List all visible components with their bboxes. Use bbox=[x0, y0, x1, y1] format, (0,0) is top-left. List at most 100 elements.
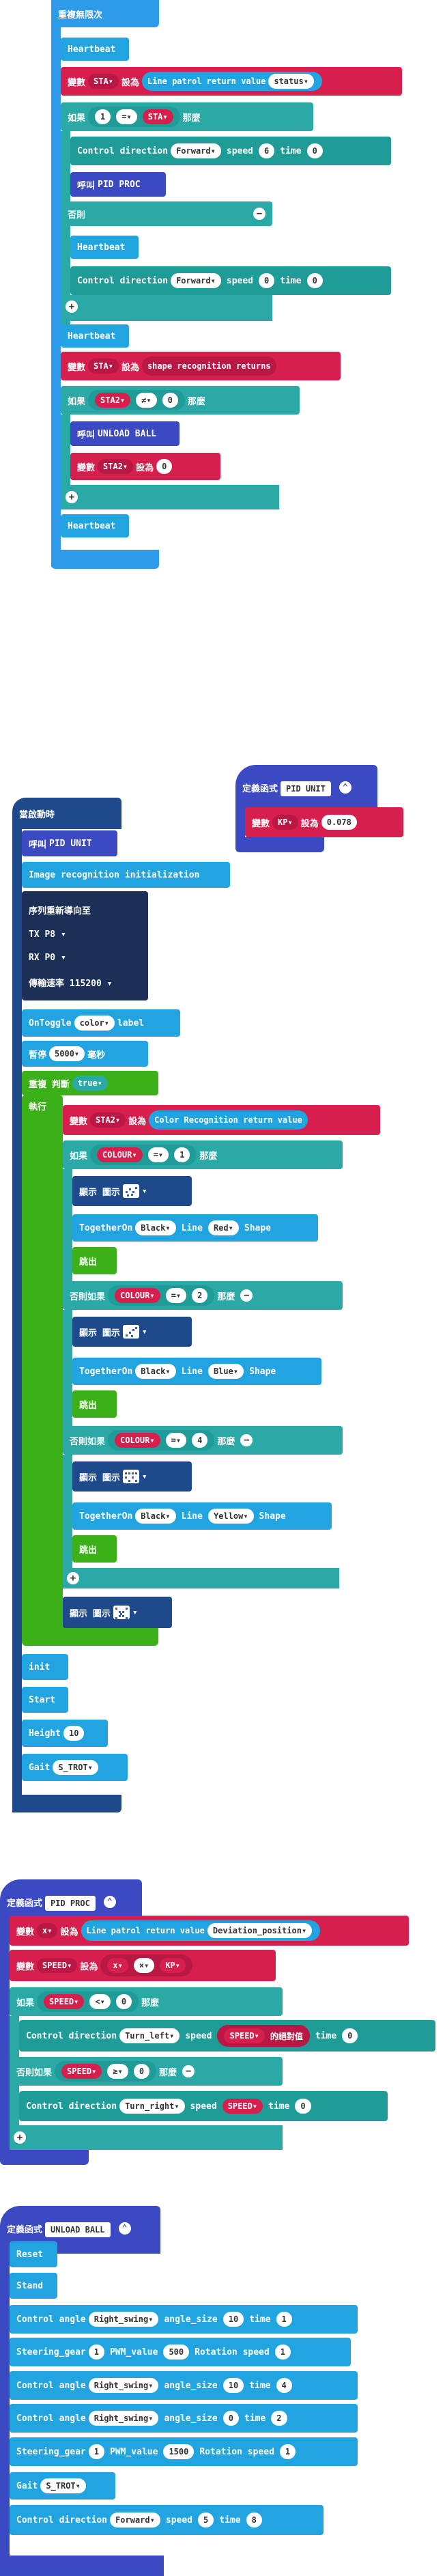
kp-reporter[interactable]: KP bbox=[160, 1958, 186, 1973]
value-zero[interactable]: 0 bbox=[115, 1994, 132, 2009]
time-value[interactable]: 4 bbox=[276, 2378, 292, 2393]
set-sta-block[interactable]: 變數 STA 設為 Line patrol return value statu… bbox=[61, 67, 402, 96]
colour-reporter[interactable]: COLOUR bbox=[115, 1288, 160, 1303]
turn-left-block[interactable]: Control direction Turn_left speed SPEED … bbox=[19, 2020, 435, 2052]
forever-header[interactable]: 重複無限次 bbox=[51, 0, 159, 27]
gait-dropdown[interactable]: S_TROT bbox=[40, 2478, 86, 2493]
shape-recognition-reporter[interactable]: shape recognition returns bbox=[141, 356, 276, 376]
collapse-icon[interactable]: ⌃ bbox=[339, 781, 351, 794]
true-dropdown[interactable]: true bbox=[72, 1076, 108, 1091]
else-if-colour-2-block[interactable]: 否則如果 COLOUR = 2 那麼 − bbox=[63, 1281, 343, 1310]
function-name-field[interactable]: PID UNIT bbox=[281, 781, 331, 796]
line-patrol-reporter[interactable]: Line patrol return value Deviation_posit… bbox=[81, 1920, 321, 1941]
init-block[interactable]: init bbox=[22, 1654, 68, 1680]
swing-dropdown[interactable]: Right_swing bbox=[88, 2378, 159, 2393]
control-angle-block-2[interactable]: Control angle Right_swing angle_size 10 … bbox=[10, 2371, 358, 2400]
swing-dropdown[interactable]: Right_swing bbox=[88, 2411, 159, 2426]
break-block[interactable]: 跳出 bbox=[72, 1247, 117, 1274]
value-one[interactable]: 1 bbox=[95, 109, 111, 124]
time-value[interactable]: 0 bbox=[342, 2028, 358, 2043]
serial-redirect-block[interactable]: 序列重新導向至 TX P8 RX P0 傳輸速率 115200 bbox=[22, 891, 148, 1000]
pause-value-dropdown[interactable]: 5000 bbox=[49, 1046, 85, 1061]
direction-dropdown[interactable]: Turn_left bbox=[119, 2028, 180, 2043]
speed-dropdown[interactable]: SPEED bbox=[37, 1958, 78, 1973]
set-speed-block[interactable]: 變數 SPEED 設為 x × KP bbox=[10, 1950, 276, 1981]
set-sta2-color-block[interactable]: 變數 STA2 設為 Color Recognition return valu… bbox=[63, 1105, 380, 1135]
heartbeat-block-2[interactable]: Heartbeat bbox=[70, 236, 139, 259]
operator-dropdown[interactable]: = bbox=[147, 1147, 169, 1162]
value-one[interactable]: 1 bbox=[174, 1147, 190, 1162]
speed-reporter[interactable]: SPEED bbox=[61, 2064, 102, 2079]
else-if-speed-block[interactable]: 否則如果 SPEED ≥ 0 那麼 − bbox=[10, 2057, 283, 2086]
steering-gear-block-2[interactable]: Steering_gear 1 PWM_value 1500 Rotation … bbox=[10, 2437, 358, 2466]
if-sta2-block[interactable]: 如果 STA2 ≠ 0 那麼 bbox=[61, 386, 300, 415]
control-angle-block-3[interactable]: Control angle Right_swing angle_size 0 t… bbox=[10, 2404, 358, 2433]
rotation-speed-value[interactable]: 1 bbox=[274, 2344, 291, 2360]
direction-dropdown[interactable]: Forward bbox=[110, 2512, 160, 2528]
color2-dropdown[interactable]: Red bbox=[207, 1220, 239, 1235]
value-two[interactable]: 2 bbox=[192, 1288, 208, 1303]
together-on-block[interactable]: TogetherOn Black Line Red Shape bbox=[72, 1214, 318, 1242]
angle-value[interactable]: 10 bbox=[222, 2312, 244, 2327]
show-icon-block[interactable]: 顯示 圖示 bbox=[72, 1176, 192, 1206]
image-recognition-init-block[interactable]: Image recognition initialization bbox=[22, 862, 230, 888]
x-reporter[interactable]: x bbox=[107, 1958, 128, 1973]
start-block[interactable]: Start bbox=[22, 1687, 68, 1713]
plus-icon[interactable]: + bbox=[66, 491, 78, 503]
set-kp-block[interactable]: 變數 KP 設為 0.078 bbox=[245, 807, 403, 837]
if-block[interactable]: 如果 1 = STA 那麼 bbox=[61, 102, 313, 131]
compare-reporter[interactable]: COLOUR = 1 bbox=[90, 1145, 197, 1165]
color1-dropdown[interactable]: Black bbox=[135, 1364, 176, 1379]
time-value[interactable]: 0 bbox=[306, 143, 323, 158]
speed-value[interactable]: 0 bbox=[259, 273, 275, 288]
speed-reporter[interactable]: SPEED bbox=[44, 1994, 85, 2009]
heartbeat-block[interactable]: Heartbeat bbox=[61, 38, 129, 61]
control-direction-block-2[interactable]: Control direction Forward speed 0 time 0 bbox=[70, 266, 391, 295]
swing-dropdown[interactable]: Right_swing bbox=[88, 2312, 159, 2327]
operator-dropdown[interactable]: < bbox=[89, 1994, 111, 2009]
set-sta2-block[interactable]: 變數 STA2 設為 0 bbox=[70, 453, 220, 480]
else-if-colour-4-block[interactable]: 否則如果 COLOUR = 4 那麼 − bbox=[63, 1426, 343, 1455]
time-value[interactable]: 2 bbox=[271, 2411, 287, 2426]
break-block-3[interactable]: 跳出 bbox=[72, 1535, 117, 1563]
time-value[interactable]: 0 bbox=[295, 2099, 311, 2114]
heartbeat-block-3[interactable]: Heartbeat bbox=[61, 324, 129, 348]
icon-dropdown[interactable] bbox=[142, 1327, 147, 1337]
control-direction-block[interactable]: Control direction Forward speed 6 time 0 bbox=[70, 137, 391, 165]
minus-icon[interactable]: − bbox=[240, 1289, 253, 1302]
collapse-icon[interactable]: ⌃ bbox=[118, 2222, 131, 2235]
else-block[interactable]: 否則 − bbox=[61, 201, 272, 226]
rx-pin-dropdown[interactable]: P0 bbox=[44, 953, 66, 963]
compare-reporter[interactable]: 1 = STA bbox=[88, 107, 180, 127]
ontoggle-dropdown[interactable]: color bbox=[74, 1016, 115, 1031]
operator-dropdown[interactable]: = bbox=[116, 109, 137, 124]
call-unload-ball-block[interactable]: 呼叫 UNLOAD BALL bbox=[70, 421, 180, 446]
color2-dropdown[interactable]: Blue bbox=[207, 1364, 244, 1379]
together-on-block-3[interactable]: TogetherOn Black Line Yellow Shape bbox=[72, 1502, 332, 1530]
led-grid-icon[interactable] bbox=[122, 1325, 139, 1339]
direction-dropdown[interactable]: Turn_right bbox=[119, 2099, 185, 2114]
compare-reporter[interactable]: COLOUR = 2 bbox=[108, 1285, 215, 1306]
led-grid-icon[interactable] bbox=[122, 1470, 139, 1483]
line-patrol-reporter[interactable]: Line patrol return value status bbox=[141, 72, 322, 91]
angle-value[interactable]: 10 bbox=[222, 2378, 244, 2393]
value-zero[interactable]: 0 bbox=[162, 393, 178, 408]
speed-value[interactable]: 5 bbox=[198, 2512, 214, 2528]
direction-dropdown[interactable]: Forward bbox=[171, 143, 221, 158]
icon-dropdown[interactable] bbox=[142, 1472, 147, 1482]
icon-dropdown[interactable] bbox=[142, 1186, 147, 1196]
speed-reporter[interactable]: SPEED bbox=[224, 2028, 265, 2043]
if-colour-1-block[interactable]: 如果 COLOUR = 1 那麼 bbox=[63, 1140, 343, 1169]
height-value[interactable]: 10 bbox=[63, 1726, 85, 1741]
tx-pin-dropdown[interactable]: P8 bbox=[44, 929, 66, 940]
gait-dropdown[interactable]: S_TROT bbox=[53, 1760, 98, 1775]
kp-value[interactable]: 0.078 bbox=[321, 815, 357, 830]
on-start-header[interactable]: 當啟動時 bbox=[12, 798, 121, 829]
operator-dropdown[interactable]: = bbox=[165, 1288, 187, 1303]
sta2-dropdown[interactable]: STA2 bbox=[90, 1112, 126, 1128]
baud-rate-dropdown[interactable]: 115200 bbox=[70, 979, 113, 989]
time-value[interactable]: 8 bbox=[246, 2512, 262, 2528]
collapse-icon[interactable]: ⌃ bbox=[103, 1896, 116, 1908]
together-on-block-2[interactable]: TogetherOn Black Line Blue Shape bbox=[72, 1358, 321, 1385]
plus-icon[interactable]: + bbox=[67, 1572, 79, 1584]
